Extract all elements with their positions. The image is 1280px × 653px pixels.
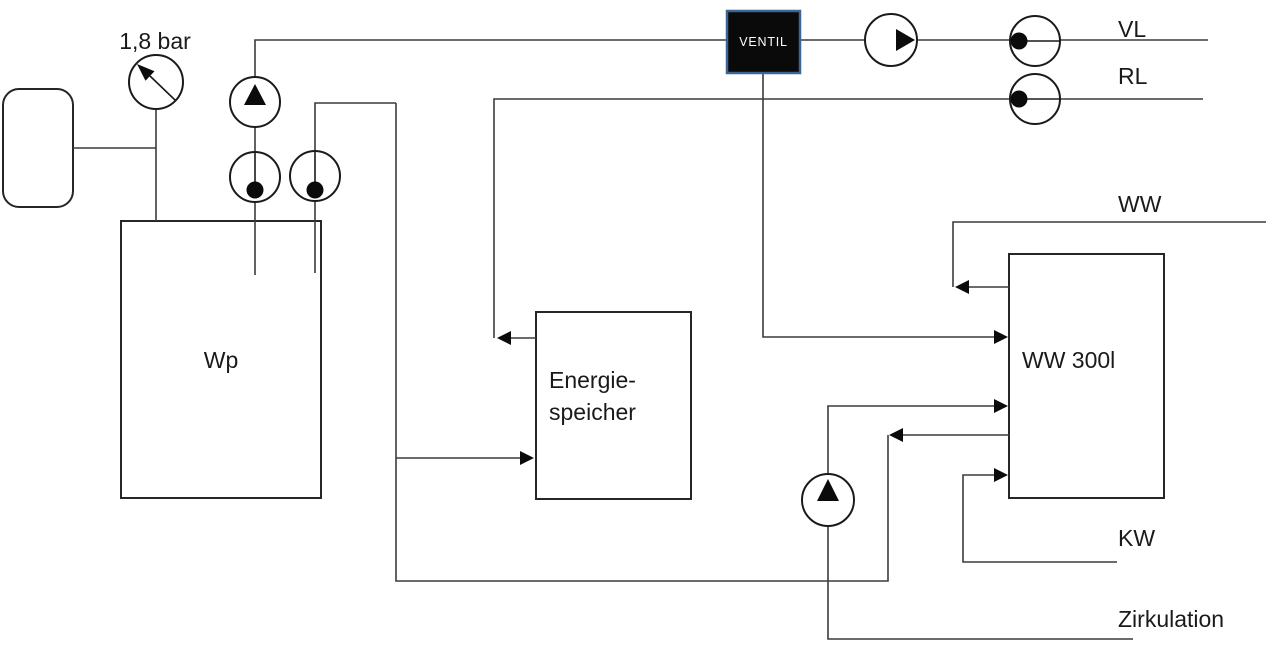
ww-label: WW <box>1118 191 1162 217</box>
arrow-circulation-into-tank <box>994 399 1008 413</box>
ventil-block: VENTIL <box>725 9 802 75</box>
arrow-tank-out <box>889 428 903 442</box>
rl-label: RL <box>1118 63 1148 89</box>
valve-dot <box>306 181 324 199</box>
energy-storage-outline <box>535 311 692 500</box>
arrow-into-energy-storage <box>520 451 534 465</box>
pressure-label: 1,8 bar <box>119 28 191 54</box>
labels: 1,8 bar Wp Energie- speicher WW 300l VL … <box>119 16 1224 632</box>
vl-label: VL <box>1118 16 1146 42</box>
hot-water-tank-box <box>1008 253 1165 499</box>
pump-up-triangle-icon <box>244 84 266 105</box>
heat-pump-label: Wp <box>204 347 239 373</box>
valve-left-a <box>229 151 281 203</box>
pipe-tank-return-loop <box>395 103 889 582</box>
arrow-energy-storage-out <box>497 331 511 345</box>
kw-label: KW <box>1118 525 1155 551</box>
zirkulation-label: Zirkulation <box>1118 606 1224 632</box>
pipe-ventil-to-tank <box>762 73 994 338</box>
pipe-valve-riser <box>314 102 396 273</box>
arrow-kw-into-tank <box>994 468 1008 482</box>
heat-pump-outline <box>120 220 322 499</box>
pipes <box>73 39 1266 640</box>
valve-dot <box>1010 90 1028 108</box>
pump-circle <box>864 13 918 67</box>
hot-water-tank-outline <box>1008 253 1165 499</box>
pump-heat-pump-supply <box>229 76 281 128</box>
pump-right-triangle-icon <box>896 29 915 51</box>
heat-pump-box <box>120 220 322 499</box>
expansion-vessel-shape <box>2 88 74 208</box>
energy-storage-label-line2: speicher <box>549 399 636 425</box>
expansion-vessel <box>2 88 74 208</box>
valve-dot <box>1010 32 1028 50</box>
pump-up-triangle-icon <box>817 479 839 501</box>
pipe-vl-run <box>254 39 1208 275</box>
hot-water-tank-label: WW 300l <box>1022 347 1115 373</box>
ventil-box <box>725 9 802 75</box>
arrow-ww-out <box>955 280 969 294</box>
gauge-needle <box>149 75 176 101</box>
pump-zirkulation <box>801 473 855 527</box>
arrow-ventil-into-tank <box>994 330 1008 344</box>
pump-vl-line <box>864 13 918 67</box>
ventil-label: VENTIL <box>739 35 788 49</box>
pipe-kw-run <box>962 474 1117 563</box>
valve-left-b <box>289 150 341 202</box>
pressure-gauge <box>128 54 184 110</box>
flow-arrows <box>497 280 1008 482</box>
energy-storage-box <box>535 311 692 500</box>
pipe-rl-run <box>493 98 1203 338</box>
pipe-ww-run <box>952 221 1266 287</box>
energy-storage-label-line1: Energie- <box>549 367 636 393</box>
gauge-needle-arrowhead <box>137 64 155 81</box>
valve-dot <box>246 181 264 199</box>
valve-vl <box>1009 15 1061 67</box>
valve-rl <box>1009 73 1061 125</box>
